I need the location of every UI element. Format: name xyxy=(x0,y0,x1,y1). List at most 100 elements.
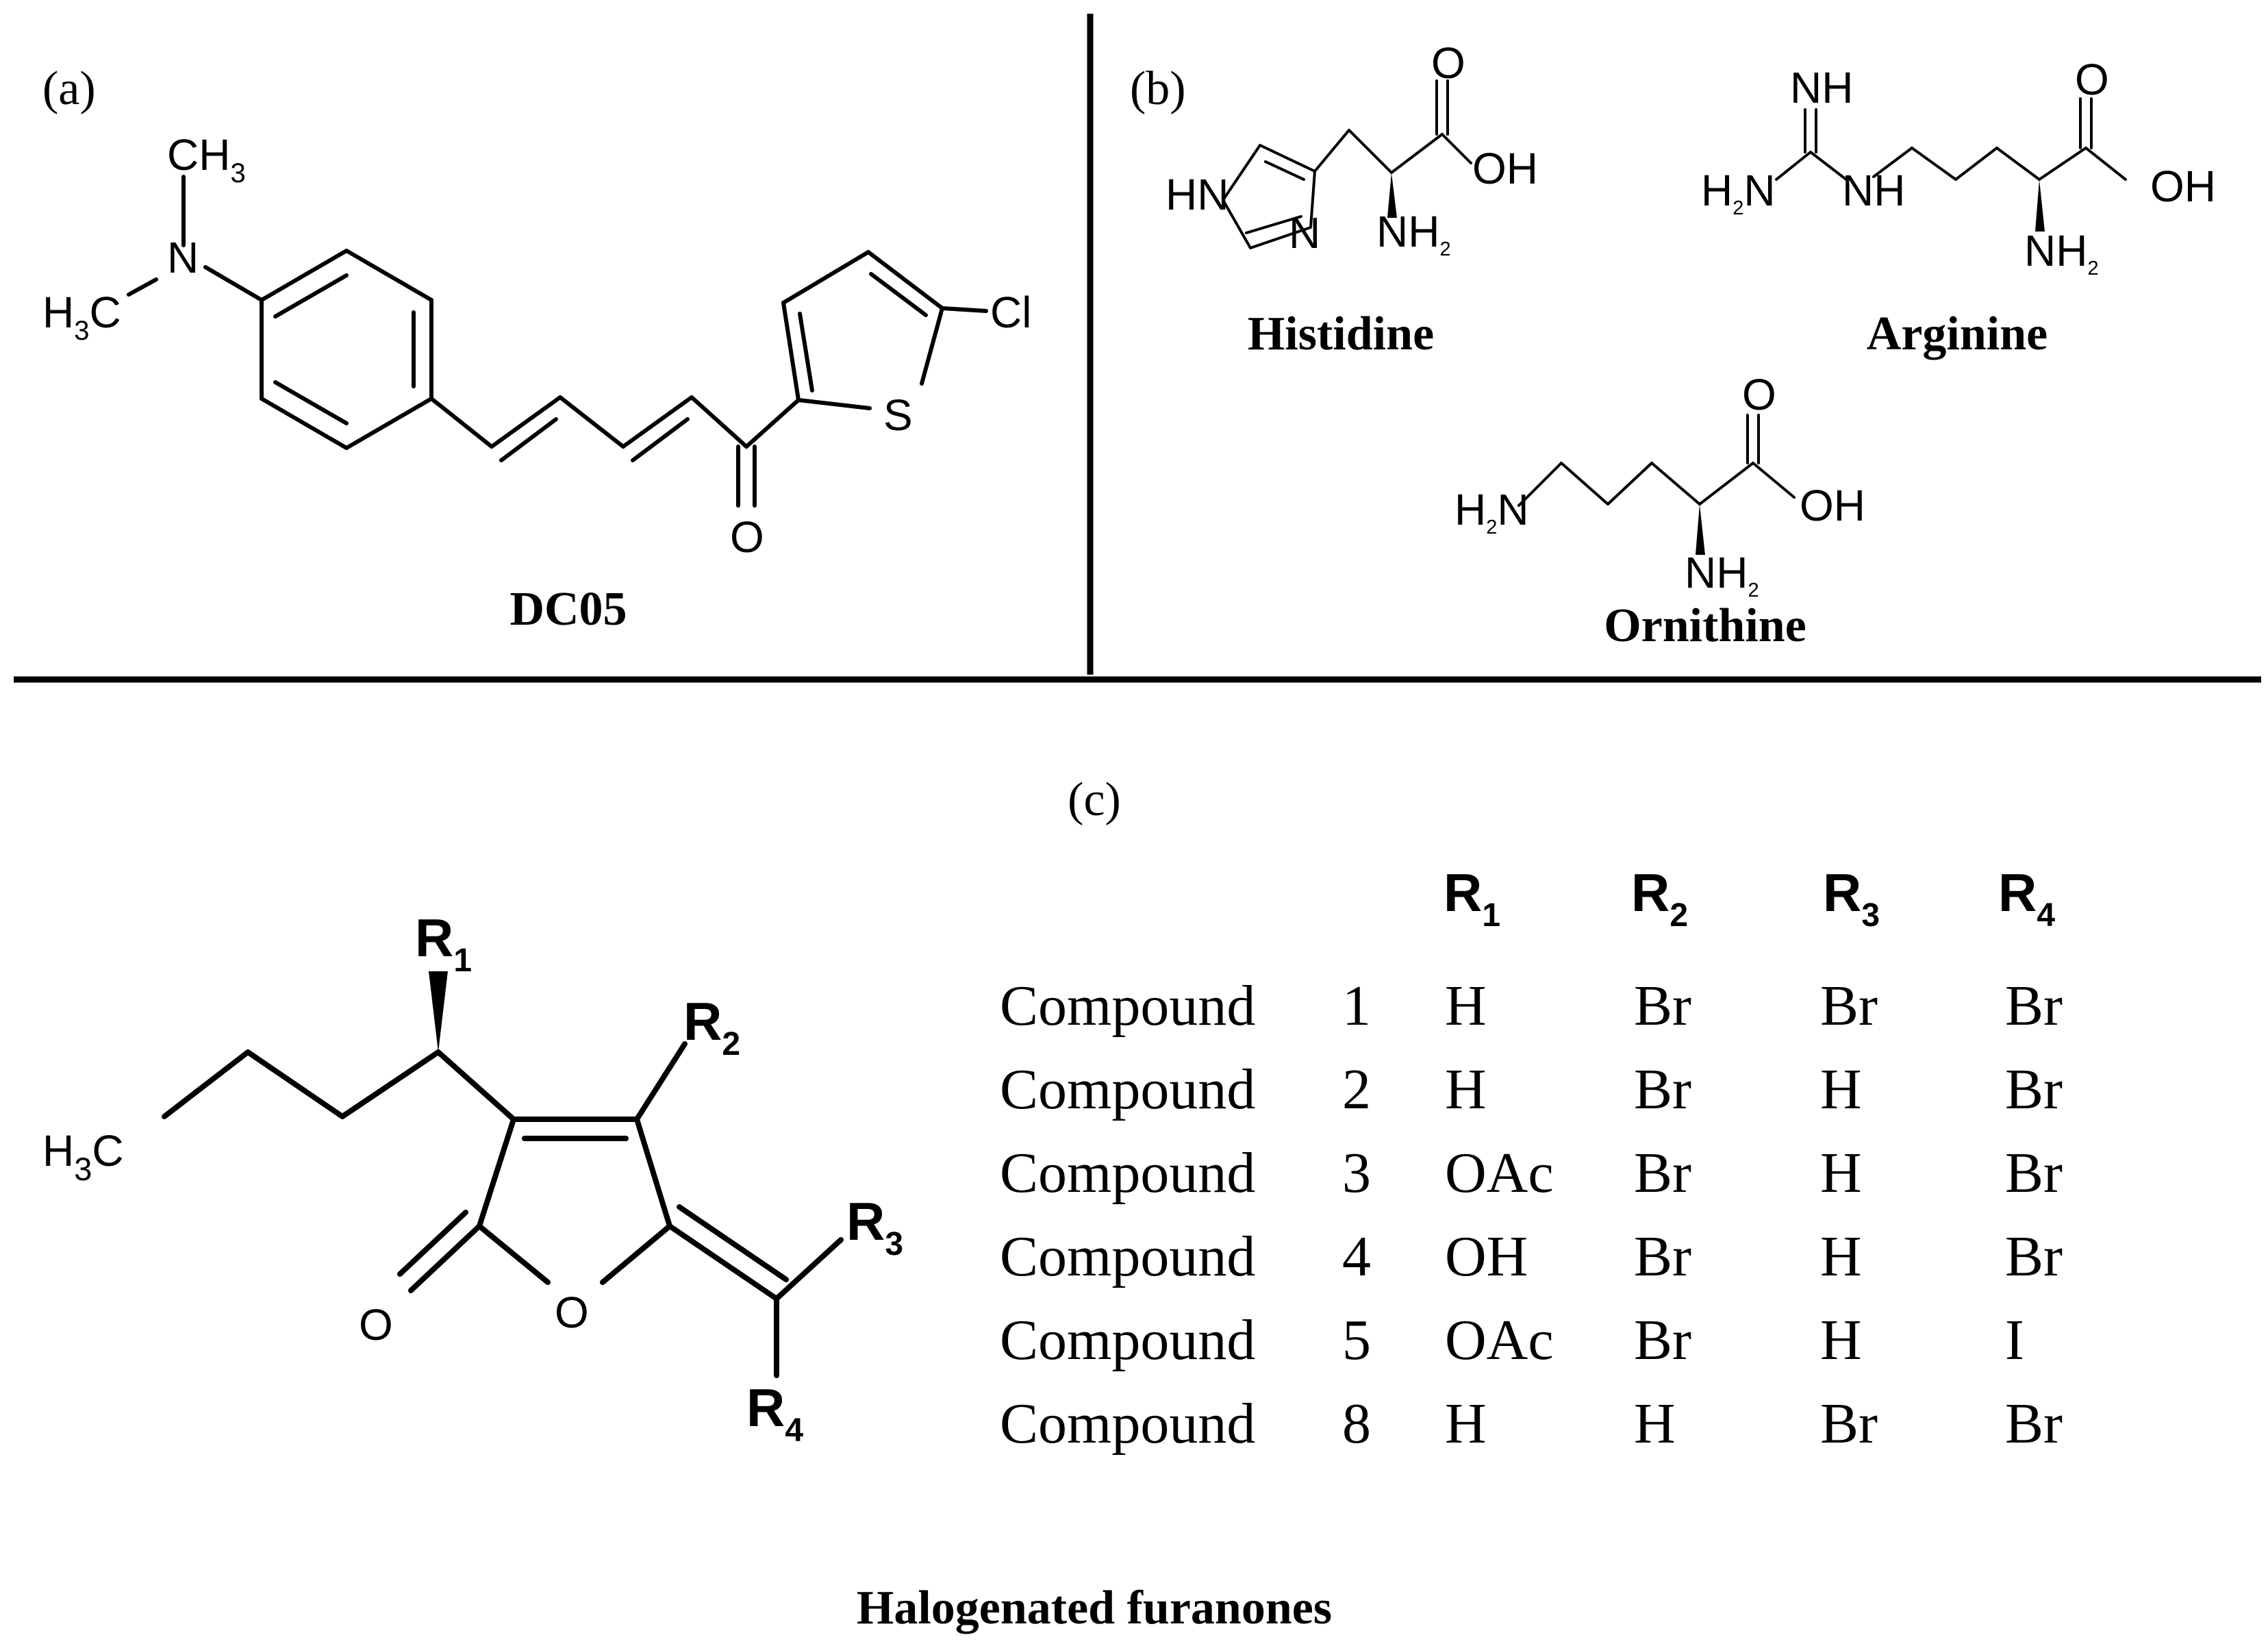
bond xyxy=(1809,151,1848,181)
arginine-structure: NH H2N NH O OH NH2 xyxy=(1701,55,2216,279)
bond xyxy=(1264,160,1305,181)
cell-r2: Br xyxy=(1634,1225,1691,1288)
bond xyxy=(1560,462,1609,506)
table-header: R2 xyxy=(1631,862,1688,934)
bond xyxy=(869,272,928,317)
cell-r4: Br xyxy=(2005,1392,2063,1456)
bond xyxy=(490,395,562,449)
table-row: Compound 3 OAc Br H Br xyxy=(1000,1141,2063,1205)
cell-r1: OAc xyxy=(1445,1141,1554,1205)
atom-o: O xyxy=(1742,370,1776,419)
bond xyxy=(2038,147,2087,181)
bond xyxy=(499,417,558,462)
cell-r4: I xyxy=(2005,1308,2024,1372)
cell-r4: Br xyxy=(2005,1141,2063,1205)
bond xyxy=(1245,215,1302,234)
bond xyxy=(1752,462,1796,499)
atom-hn: HN xyxy=(1166,170,1228,219)
panel-b-tag: (b) xyxy=(1130,62,1186,115)
cell-r3: H xyxy=(1820,1225,1862,1288)
table-row: Compound 8 H H Br Br xyxy=(1000,1392,2063,1456)
atom-oh: OH xyxy=(1472,144,1538,193)
atom-oh: OH xyxy=(2150,162,2216,211)
table-row: Compound 4 OH Br H Br xyxy=(1000,1225,2063,1288)
bond xyxy=(798,312,814,392)
atom-cl: Cl xyxy=(990,288,1031,337)
atom-h2n: H2N xyxy=(1701,166,1776,219)
atom-s: S xyxy=(883,390,913,440)
bond xyxy=(273,380,349,425)
atom-o-carbonyl: O xyxy=(359,1300,393,1349)
bond xyxy=(477,1223,551,1285)
bond xyxy=(796,398,872,410)
bond xyxy=(634,1041,688,1122)
bond xyxy=(1390,133,1444,174)
bond xyxy=(203,265,264,302)
table-row: Compound 5 OAc Br H I xyxy=(1000,1308,2024,1372)
cell-r1: H xyxy=(1445,1058,1487,1121)
cell-r2: Br xyxy=(1634,1141,1691,1205)
dc05-name: DC05 xyxy=(509,583,627,636)
cell-r4: Br xyxy=(2005,974,2063,1038)
cell-r1: H xyxy=(1445,1392,1487,1456)
compound-number: 3 xyxy=(1342,1141,1371,1205)
bond xyxy=(397,1210,468,1277)
atom-r4: R4 xyxy=(746,1377,803,1449)
bond xyxy=(940,306,988,313)
ornithine-name: Ornithine xyxy=(1604,599,1806,652)
bond xyxy=(162,1049,251,1119)
bond xyxy=(1698,462,1754,506)
atom-h3c: H3C xyxy=(42,288,121,346)
bond xyxy=(2084,147,2127,181)
atom-nh2: NH2 xyxy=(2024,226,2099,279)
compound-number: 8 xyxy=(1342,1392,1371,1456)
cell-r2: Br xyxy=(1634,1058,1691,1121)
bond xyxy=(477,1117,516,1229)
compound-label: Compound xyxy=(1000,1225,1255,1288)
furanone-structure: R1 R2 R3 R4 H3C O O xyxy=(42,908,903,1449)
atom-o: O xyxy=(1431,38,1465,88)
cell-r1: H xyxy=(1445,974,1487,1038)
bond xyxy=(1441,133,1472,164)
bond xyxy=(340,1049,441,1119)
atom-ch3: CH3 xyxy=(167,130,246,188)
cell-r3: Br xyxy=(1820,974,1878,1038)
cell-r3: H xyxy=(1820,1308,1862,1372)
atom-o: O xyxy=(2075,55,2109,104)
bond xyxy=(1650,462,1701,506)
histidine-structure: HN N O OH NH2 xyxy=(1166,38,1538,260)
dc05-structure: CH3 N H3C Cl S O xyxy=(42,130,1031,562)
atom-r2: R2 xyxy=(683,991,740,1062)
compound-number: 2 xyxy=(1342,1058,1371,1121)
cell-r2: Br xyxy=(1634,974,1691,1038)
wedge-bond xyxy=(1696,504,1705,555)
cell-r4: Br xyxy=(2005,1225,2063,1288)
bond xyxy=(781,301,801,402)
table-row: Compound 1 H Br Br Br xyxy=(1000,974,2063,1038)
table-row: Compound 2 H Br H Br xyxy=(1000,1058,2063,1121)
bond xyxy=(429,397,494,449)
bond xyxy=(1313,129,1350,173)
histidine-name: Histidine xyxy=(1248,308,1434,360)
atom-o: O xyxy=(730,512,764,562)
bond xyxy=(667,1223,779,1301)
bond xyxy=(127,277,158,297)
cell-r3: Br xyxy=(1820,1392,1878,1456)
panel-c: (c) R1 R2 R3 xyxy=(42,773,2063,1634)
bond xyxy=(273,273,349,319)
wedge-bond xyxy=(429,971,448,1052)
atom-h2n: H2N xyxy=(1454,485,1529,538)
arginine-name: Arginine xyxy=(1867,308,2048,360)
compound-label: Compound xyxy=(1000,1392,1255,1456)
atom-n: N xyxy=(1289,208,1320,258)
ornithine-structure: H2N O OH NH2 xyxy=(1454,370,1865,601)
atom-h3c: H3C xyxy=(42,1126,124,1187)
atom-nh: NH xyxy=(1842,166,1905,215)
bond xyxy=(1775,151,1812,181)
bond xyxy=(631,417,690,462)
bond xyxy=(408,1223,482,1293)
panel-c-tag: (c) xyxy=(1068,773,1121,826)
atom-nh: NH xyxy=(1790,63,1853,112)
bond xyxy=(1954,147,1998,181)
compound-number: 4 xyxy=(1342,1225,1371,1288)
